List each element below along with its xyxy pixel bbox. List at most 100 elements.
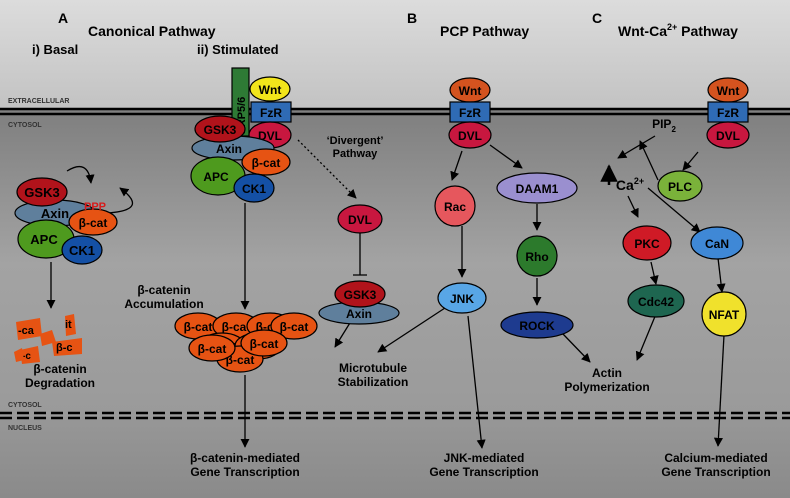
pcp-receptor: Wnt FzR DVL (448, 77, 492, 149)
ca-transcription-label-1: Calcium-mediated (664, 451, 767, 465)
daam1-label: DAAM1 (516, 182, 559, 196)
stim-dvl-label: DVL (258, 129, 282, 143)
jnk-transcription-label-1: JNK-mediated (444, 451, 525, 465)
ppp-label: PPP (84, 201, 106, 213)
divergent-gsk3-label: GSK3 (344, 288, 377, 302)
bcat-transcription-label-1: β-catenin-mediated (190, 451, 300, 465)
cytosol-label-bottom: CYTOSOL (8, 402, 42, 409)
pkc-label: PKC (634, 237, 660, 251)
daam1-node (496, 172, 578, 204)
stim-gsk3 (194, 115, 246, 143)
divergent-complex: DVL Axin GSK3 (318, 204, 400, 325)
accumulation-label-2: Accumulation (124, 297, 203, 311)
fragment-4 (20, 346, 40, 364)
stimulated-complex: Axin GSK3 APC β-cat CK1 (190, 115, 291, 203)
can-label: CaN (705, 237, 729, 251)
arrow-dvl-rac (450, 150, 463, 181)
divergent-dvl (337, 204, 383, 234)
arrow-cdc42-actin (635, 313, 657, 361)
fragment-2 (65, 314, 76, 336)
fragment-1-text: -ca (18, 325, 35, 337)
nuclear-envelope (0, 411, 790, 420)
degradation-label-1: β-catenin (33, 362, 86, 376)
accumulated-bcat-label-7: β-cat (226, 353, 255, 367)
arrow-ca-pkc (627, 195, 639, 218)
extracellular-label: EXTRACELLULAR (8, 98, 69, 105)
pcp-dvl (448, 121, 492, 149)
stim-wnt (249, 76, 291, 102)
accumulated-bcat-label-4: β-cat (280, 320, 309, 334)
basal-bcat (68, 208, 118, 236)
fragment-3 (52, 338, 82, 356)
cytosol-region (0, 110, 790, 417)
accumulated-bcat-label-1: β-cat (184, 320, 213, 334)
pcp-fzr-label: FzR (459, 106, 481, 120)
arrow-pip2-ca (617, 135, 656, 159)
canonical-title: Canonical Pathway (88, 23, 216, 39)
fragment-6 (14, 348, 24, 362)
pkc-node (622, 225, 672, 261)
ca-transcription-label-2: Gene Transcription (661, 465, 770, 479)
wnt-ca-title: Wnt-Ca2+ Pathway (618, 22, 738, 39)
actin-label-1: Actin (592, 366, 622, 380)
arrows (46, 135, 726, 449)
panel-letter-b: B (407, 10, 417, 26)
accumulated-bcat-label-9: β-cat (250, 337, 279, 351)
divergent-dvl-label: DVL (348, 213, 372, 227)
basal-subtitle: i) Basal (32, 42, 78, 57)
inhibit-dvl-gsk3 (353, 233, 367, 276)
panel-letter-a: A (58, 10, 68, 26)
divergent-gsk3 (334, 280, 386, 308)
rho-label: Rho (525, 250, 548, 264)
arrow-ck1-to-ppp (107, 187, 134, 214)
stim-ck1-label: CK1 (242, 182, 266, 196)
ca-dvl-label: DVL (716, 129, 740, 143)
basal-gsk3 (16, 177, 68, 207)
accumulation-label-1: β-catenin (137, 283, 190, 297)
plc-node (657, 170, 703, 202)
stim-wnt-label: Wnt (259, 83, 282, 97)
stimulated-subtitle: ii) Stimulated (197, 42, 279, 57)
degradation-label-2: Degradation (25, 376, 95, 390)
nfat-label: NFAT (709, 308, 740, 322)
cdc42-node (627, 284, 685, 318)
ca-fzr-label: FzR (717, 106, 739, 120)
calcium-label: Ca2+ (616, 176, 644, 193)
arrow-can-nfat (716, 257, 726, 293)
stim-gsk3-label: GSK3 (204, 123, 237, 137)
stim-apc-label: APC (203, 170, 229, 184)
jnk-node (437, 282, 487, 314)
accumulated-bcat-label-2: β-cat (222, 320, 251, 334)
arrow-ca-can (647, 187, 701, 233)
fragment-5 (40, 330, 56, 346)
jnk-transcription-label-2: Gene Transcription (429, 465, 538, 479)
nfat-node (701, 291, 747, 337)
fragment-3-text: β-c (56, 342, 73, 354)
stim-ck1 (233, 173, 275, 203)
rac-label: Rac (444, 200, 466, 214)
rock-node (500, 311, 574, 339)
extracellular-region (0, 0, 790, 110)
stim-bcat (241, 148, 291, 176)
arrow-rock-actin (562, 333, 591, 363)
arrow-divergent (297, 139, 357, 199)
arrow-dvl-plc (682, 151, 699, 171)
stim-fzr-label: FzR (260, 106, 282, 120)
pcp-dvl-label: DVL (458, 129, 482, 143)
accumulated-bcat-4 (270, 312, 318, 340)
ca-wnt-label: Wnt (717, 84, 740, 98)
arrow-jnk-microtubule (377, 305, 449, 353)
fragment-1 (16, 318, 42, 340)
basal-gsk3-label: GSK3 (24, 185, 59, 200)
microtubule-label-1: Microtubule (339, 361, 407, 375)
basal-axin-label: Axin (41, 206, 69, 221)
accumulated-bcat-8 (188, 334, 236, 362)
fragment-2-text: it (65, 319, 72, 331)
arrow-dvl-daam1 (489, 144, 523, 169)
actin-label-2: Polymerization (564, 380, 649, 394)
basal-complex: Axin GSK3 APC β-cat CK1 PPP (14, 177, 118, 265)
arrow-plc-pip2 (639, 140, 659, 181)
stim-axin-label: Axin (216, 142, 242, 156)
